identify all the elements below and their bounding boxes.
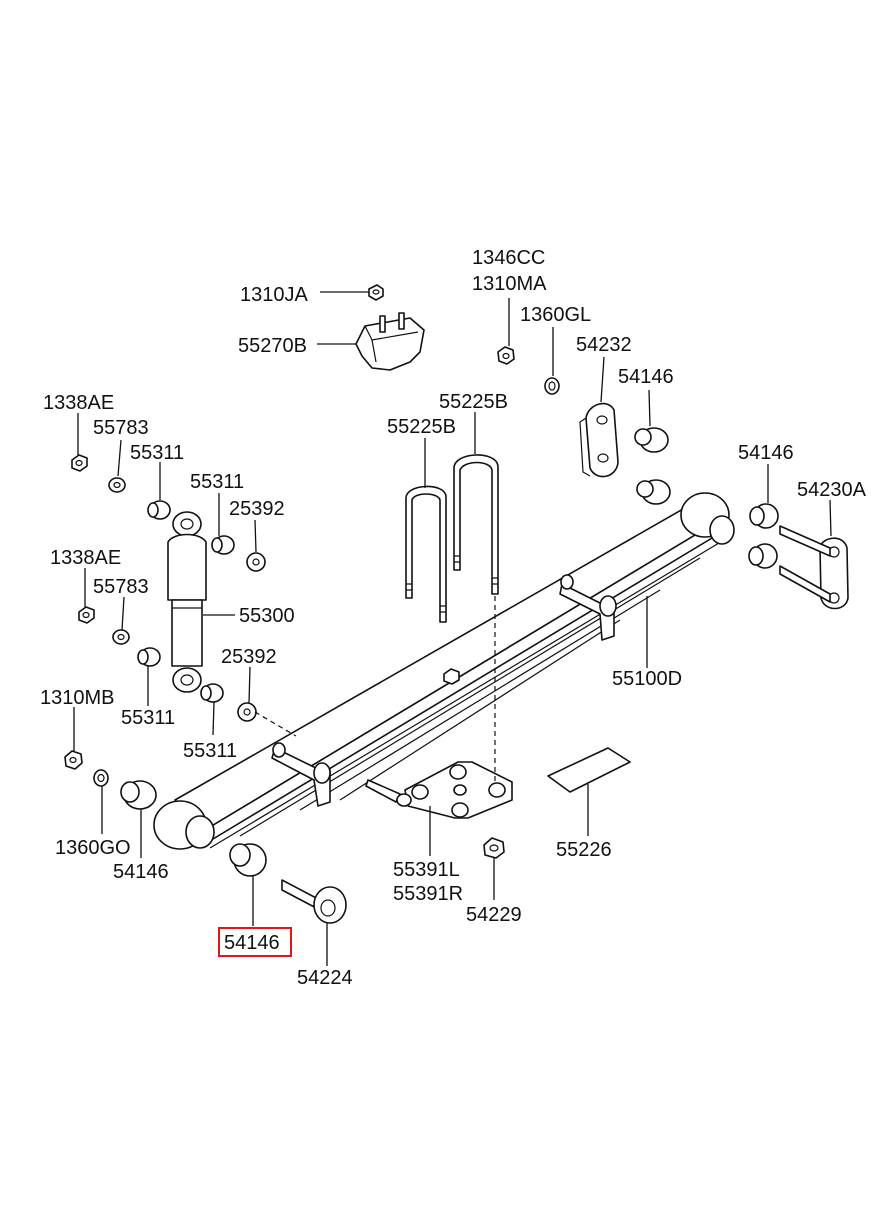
label-54146-b[interactable]: 54146 [738, 442, 794, 464]
label-1360GL[interactable]: 1360GL [520, 304, 591, 326]
spring-pad-55391-icon [365, 761, 513, 819]
bushing-55311-d-icon [200, 683, 224, 703]
label-25392-a[interactable]: 25392 [229, 498, 285, 520]
label-1338AE-a[interactable]: 1338AE [43, 392, 114, 414]
washer-1360GL-icon [544, 377, 560, 395]
u-bolt-55225B-b-icon [453, 454, 499, 595]
label-55391R[interactable]: 55391R [393, 883, 463, 905]
nut-1310MB-icon [64, 750, 83, 770]
nut-1338AE-a-icon [71, 454, 88, 472]
label-55391L[interactable]: 55391L [393, 859, 460, 881]
label-55311-a[interactable]: 55311 [130, 442, 184, 464]
bushing-55311-c-icon [137, 647, 161, 667]
label-55783-b[interactable]: 55783 [93, 576, 149, 598]
shock-absorber-55300-icon [167, 511, 207, 693]
label-25392-b[interactable]: 25392 [221, 646, 277, 668]
label-54224[interactable]: 54224 [297, 967, 353, 989]
bushing-54146-right-icon [748, 503, 779, 569]
label-54232[interactable]: 54232 [576, 334, 632, 356]
washer-25392-a-icon [246, 552, 266, 572]
highlight-box [218, 927, 292, 957]
label-1338AE-b[interactable]: 1338AE [50, 547, 121, 569]
label-54146-c[interactable]: 54146 [113, 861, 169, 883]
bumper-stopper-55270B-icon [355, 312, 425, 371]
label-55225B-a[interactable]: 55225B [439, 391, 508, 413]
bushing-54146-mid-icon [636, 479, 671, 505]
bushing-54146-upper-icon [634, 427, 669, 453]
label-1310MA[interactable]: 1310MA [472, 273, 547, 295]
label-1360GO[interactable]: 1360GO [55, 837, 131, 859]
alignment-line-shock [254, 711, 297, 737]
bushing-54146-highlighted-icon [229, 843, 267, 877]
bushing-55311-b-icon [211, 535, 235, 555]
label-plate-55226-icon [547, 747, 631, 793]
label-55311-b[interactable]: 55311 [190, 471, 244, 493]
washer-55783-a-icon [108, 477, 126, 493]
nut-54229-icon [483, 837, 505, 859]
nut-1346CC-icon [497, 346, 515, 365]
shackle-54230A-icon [779, 525, 849, 610]
bushing-54146-left-icon [120, 780, 157, 810]
nut-1338AE-b-icon [78, 606, 95, 624]
label-54146-highlighted[interactable]: 54146 [224, 932, 280, 954]
shackle-pin-54224-icon [281, 879, 347, 924]
label-55100D[interactable]: 55100D [612, 668, 682, 690]
label-55311-d[interactable]: 55311 [183, 740, 237, 762]
leader-lines [73, 291, 832, 966]
label-55783-a[interactable]: 55783 [93, 417, 149, 439]
label-55270B[interactable]: 55270B [238, 335, 307, 357]
label-54229[interactable]: 54229 [466, 904, 522, 926]
nut-1310JA-icon [368, 284, 384, 301]
washer-1360GO-icon [93, 769, 109, 787]
label-55300[interactable]: 55300 [239, 605, 295, 627]
label-1310JA[interactable]: 1310JA [240, 284, 308, 306]
bushing-55311-a-icon [147, 500, 171, 520]
leaf-spring-55100D-icon [153, 492, 735, 850]
washer-25392-b-icon [237, 702, 257, 722]
label-55311-c[interactable]: 55311 [121, 707, 175, 729]
label-1310MB[interactable]: 1310MB [40, 687, 115, 709]
u-bolt-55225B-a-icon [405, 485, 447, 623]
washer-55783-b-icon [112, 629, 130, 645]
label-1346CC[interactable]: 1346CC [472, 247, 545, 269]
label-54230A[interactable]: 54230A [797, 479, 867, 501]
label-55226[interactable]: 55226 [556, 839, 612, 861]
shackle-plate-54232-icon [579, 402, 619, 478]
label-54146-a[interactable]: 54146 [618, 366, 674, 388]
label-55225B-b[interactable]: 55225B [387, 416, 456, 438]
